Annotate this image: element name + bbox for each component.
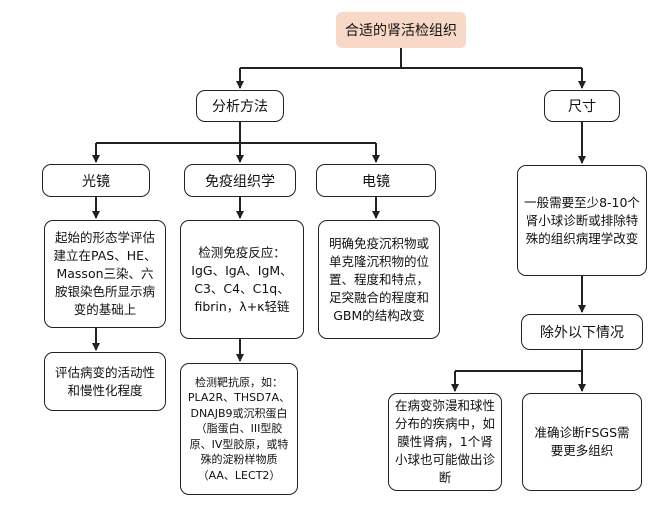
root-node: 合适的肾活检组织 <box>336 12 466 48</box>
light-desc-node: 起始的形态学评估建立在PAS、HE、Masson三染、六胺银染色所显示病变的基础… <box>44 220 166 328</box>
light-label: 光镜 <box>82 173 110 190</box>
immuno-desc-node: 检测免疫反应：IgG、IgA、IgM、C3、C4、C1q、fibrin，λ+κ轻… <box>180 220 304 339</box>
analysis-label: 分析方法 <box>212 99 268 115</box>
immuno-sub-node: 检测靶抗原，如：PLA2R、THSD7A、DNAJB9或沉积蛋白（脂蛋白、III… <box>180 363 298 495</box>
root-label: 合适的肾活检组织 <box>345 23 457 39</box>
light-sub-node: 评估病变的活动性和慢性化程度 <box>44 352 166 411</box>
edge-root-split <box>240 48 582 69</box>
exceptions-label: 除外以下情况 <box>540 325 624 341</box>
exception-1-node: 在病变弥漫和球性分布的疾病中，如膜性肾病，1个肾小球也可能做出诊断 <box>388 393 502 491</box>
immuno-sub: 检测靶抗原，如：PLA2R、THSD7A、DNAJB9或沉积蛋白（脂蛋白、III… <box>187 375 291 482</box>
analysis-node: 分析方法 <box>196 90 284 122</box>
light-desc: 起始的形态学评估建立在PAS、HE、Masson三染、六胺银染色所显示病变的基础… <box>53 230 157 317</box>
edge-exc-split <box>455 350 583 372</box>
size-desc-node: 一般需要至少8-10个肾小球诊断或排除特殊的组织病理学改变 <box>517 165 647 276</box>
em-desc-node: 明确免疫沉积物或单克隆沉积物的位置、程度和特点，足突融合的程度和GBM的结构改变 <box>318 220 440 339</box>
light-sub: 评估病变的活动性和慢性化程度 <box>54 364 155 398</box>
light-node: 光镜 <box>42 164 150 197</box>
exception-2: 准确诊断FSGS需要更多组织 <box>534 425 630 458</box>
em-label: 电镜 <box>362 173 390 190</box>
size-desc: 一般需要至少8-10个肾小球诊断或排除特殊的组织病理学改变 <box>524 194 640 246</box>
immuno-label: 免疫组织学 <box>205 173 275 190</box>
size-node: 尺寸 <box>544 90 620 122</box>
edge-analysis-split <box>96 122 376 144</box>
em-node: 电镜 <box>316 164 436 197</box>
exception-1: 在病变弥漫和球性分布的疾病中，如膜性肾病，1个肾小球也可能做出诊断 <box>395 398 496 485</box>
em-desc: 明确免疫沉积物或单克隆沉积物的位置、程度和特点，足突融合的程度和GBM的结构改变 <box>328 235 429 323</box>
size-label: 尺寸 <box>568 99 596 115</box>
immuno-desc: 检测免疫反应：IgG、IgA、IgM、C3、C4、C1q、fibrin，λ+κ轻… <box>191 244 293 314</box>
exceptions-node: 除外以下情况 <box>521 314 643 350</box>
immuno-node: 免疫组织学 <box>184 164 296 197</box>
exception-2-node: 准确诊断FSGS需要更多组织 <box>522 393 642 491</box>
